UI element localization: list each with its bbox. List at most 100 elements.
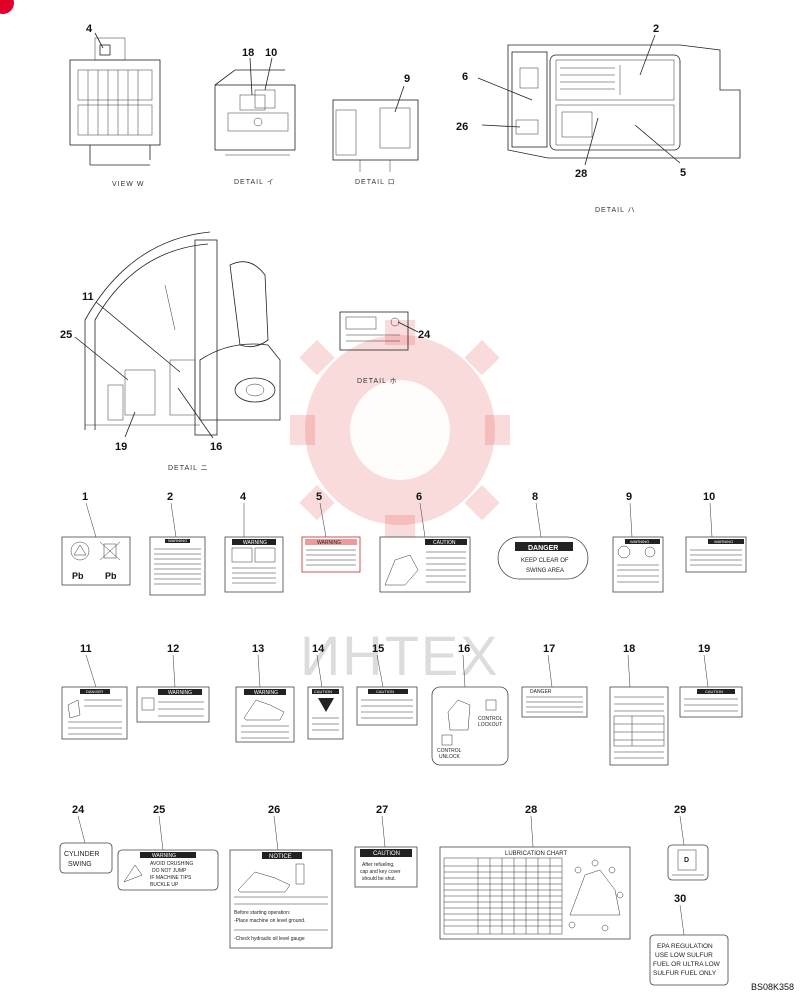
- decal-13: 13 WARNING: [235, 643, 295, 743]
- corner-mark: [0, 0, 14, 14]
- caption-detail-ni: DETAIL ニ: [168, 465, 209, 472]
- watermark-text: ИНТЕХ: [300, 624, 500, 687]
- svg-text:BUCKLE UP: BUCKLE UP: [150, 882, 179, 888]
- callout-5: 5: [680, 167, 686, 179]
- svg-text:NOTICE: NOTICE: [269, 854, 292, 860]
- svg-text:8: 8: [532, 491, 538, 503]
- detail-i-drawing: [214, 57, 296, 156]
- callout-11: 11: [82, 291, 94, 303]
- svg-text:DO NOT JUMP: DO NOT JUMP: [152, 868, 187, 874]
- svg-text:WARNING: WARNING: [168, 538, 187, 543]
- svg-text:Before starting operation:: Before starting operation:: [234, 910, 290, 916]
- svg-text:WARNING: WARNING: [254, 690, 278, 696]
- svg-text:LOCKOUT: LOCKOUT: [478, 722, 502, 728]
- svg-text:WARNING: WARNING: [630, 539, 649, 544]
- svg-text:27: 27: [376, 804, 388, 816]
- callout-9: 9: [404, 73, 410, 85]
- caption-detail-ho: DETAIL ホ: [357, 377, 398, 385]
- svg-text:WARNING: WARNING: [152, 853, 176, 859]
- svg-text:16: 16: [458, 643, 470, 655]
- decal-16: 16 CONTROL LOCKOUT CONTROL UNLOCK: [431, 643, 509, 766]
- svg-text:CONTROL: CONTROL: [437, 748, 462, 754]
- svg-text:should be shut.: should be shut.: [362, 876, 396, 882]
- decal-27: 27 CAUTION After refueling, cap and key …: [354, 804, 418, 888]
- svg-text:28: 28: [525, 804, 537, 816]
- decal-8: 8 DANGER KEEP CLEAR OF SWING AREA: [497, 491, 589, 580]
- detail-ho-drawing: [339, 311, 419, 351]
- decal-10: 10 WARNING: [685, 491, 747, 573]
- svg-text:10: 10: [703, 491, 715, 503]
- detail-ha-drawing: [477, 34, 741, 166]
- callout-26: 26: [456, 121, 468, 133]
- svg-text:11: 11: [80, 643, 92, 655]
- svg-text:CONTROL: CONTROL: [478, 716, 503, 722]
- svg-text:DANGER: DANGER: [530, 689, 552, 695]
- caption-detail-ha: DETAIL ハ: [595, 207, 636, 214]
- decal-30: 30 EPA REGULATION USE LOW SULFUR FUEL OR…: [649, 893, 729, 986]
- svg-text:D: D: [684, 857, 689, 864]
- svg-text:29: 29: [674, 804, 686, 816]
- svg-text:WARNING: WARNING: [317, 540, 341, 546]
- svg-text:SULFUR FUEL ONLY: SULFUR FUEL ONLY: [653, 970, 717, 977]
- decal-15: 15 CAUTION: [356, 643, 418, 726]
- svg-text:30: 30: [674, 893, 686, 905]
- svg-text:LUBRICATION CHART: LUBRICATION CHART: [505, 851, 567, 857]
- decal-6: 6 CAUTION: [379, 491, 471, 593]
- svg-text:IF MACHINE TIPS: IF MACHINE TIPS: [150, 875, 192, 881]
- svg-text:18: 18: [623, 643, 635, 655]
- svg-text:WARNING: WARNING: [168, 690, 192, 696]
- svg-text:5: 5: [316, 491, 322, 503]
- svg-text:12: 12: [167, 643, 179, 655]
- svg-text:EPA REGULATION: EPA REGULATION: [657, 943, 713, 950]
- svg-text:9: 9: [626, 491, 632, 503]
- caption-detail-ro: DETAIL ロ: [355, 179, 396, 186]
- svg-text:15: 15: [372, 643, 384, 655]
- svg-text:Pb: Pb: [72, 571, 84, 581]
- svg-text:CAUTION: CAUTION: [433, 540, 456, 546]
- svg-text:-Place machine on level ground: -Place machine on level ground.: [234, 918, 305, 924]
- caption-detail-i: DETAIL イ: [234, 179, 275, 186]
- svg-text:17: 17: [543, 643, 555, 655]
- svg-text:Pb: Pb: [105, 571, 117, 581]
- svg-text:WARNING: WARNING: [714, 539, 733, 544]
- view-w-drawing: [69, 32, 161, 166]
- svg-text:-Check hydraulic oil level gau: -Check hydraulic oil level gauge: [234, 936, 305, 942]
- document-id: BS08K358: [750, 982, 794, 992]
- detail-ro-drawing: [332, 85, 419, 172]
- svg-text:WARNING: WARNING: [243, 540, 267, 546]
- svg-text:4: 4: [240, 491, 247, 503]
- decal-28: 28 LUBRICATION CHART: [439, 804, 631, 940]
- svg-text:UNLOCK: UNLOCK: [439, 754, 461, 760]
- decal-14: 14 CAUTION: [307, 643, 344, 740]
- callout-25: 25: [60, 329, 72, 341]
- svg-text:CAUTION: CAUTION: [373, 851, 400, 857]
- decal-26: 26 NOTICE Before starting operation: -Pl…: [229, 804, 333, 949]
- svg-text:After refueling,: After refueling,: [362, 862, 395, 868]
- callout-6: 6: [462, 71, 468, 83]
- callout-2: 2: [653, 23, 659, 35]
- svg-text:13: 13: [252, 643, 264, 655]
- decal-11: 11 DANGER: [61, 643, 128, 740]
- decal-5: 5 WARNING: [301, 491, 361, 573]
- callout-10: 10: [265, 47, 277, 59]
- svg-text:CYLINDER: CYLINDER: [64, 851, 99, 858]
- svg-text:6: 6: [416, 491, 422, 503]
- decal-25: 25 WARNING AVOID CRUSHING DO NOT JUMP IF…: [117, 804, 219, 891]
- detail-ni-drawing: [74, 231, 281, 439]
- decal-17: 17 DANGER: [521, 643, 588, 718]
- decal-29: 29 D: [667, 804, 709, 881]
- svg-text:2: 2: [167, 491, 173, 503]
- decal-24: 24 CYLINDER SWING: [59, 804, 113, 874]
- svg-text:SWING: SWING: [68, 861, 92, 868]
- decal-1: 1 Pb Pb: [61, 491, 131, 586]
- svg-text:USE LOW SULFUR: USE LOW SULFUR: [655, 952, 713, 959]
- callout-18: 18: [242, 47, 254, 59]
- svg-text:AVOID CRUSHING: AVOID CRUSHING: [150, 861, 193, 867]
- decal-12: 12 WARNING: [136, 643, 210, 723]
- svg-text:CAUTION: CAUTION: [705, 689, 723, 694]
- svg-text:KEEP CLEAR OF: KEEP CLEAR OF: [521, 558, 569, 564]
- watermark-gear: [290, 320, 510, 540]
- decal-18: 18: [609, 643, 669, 766]
- svg-text:26: 26: [268, 804, 280, 816]
